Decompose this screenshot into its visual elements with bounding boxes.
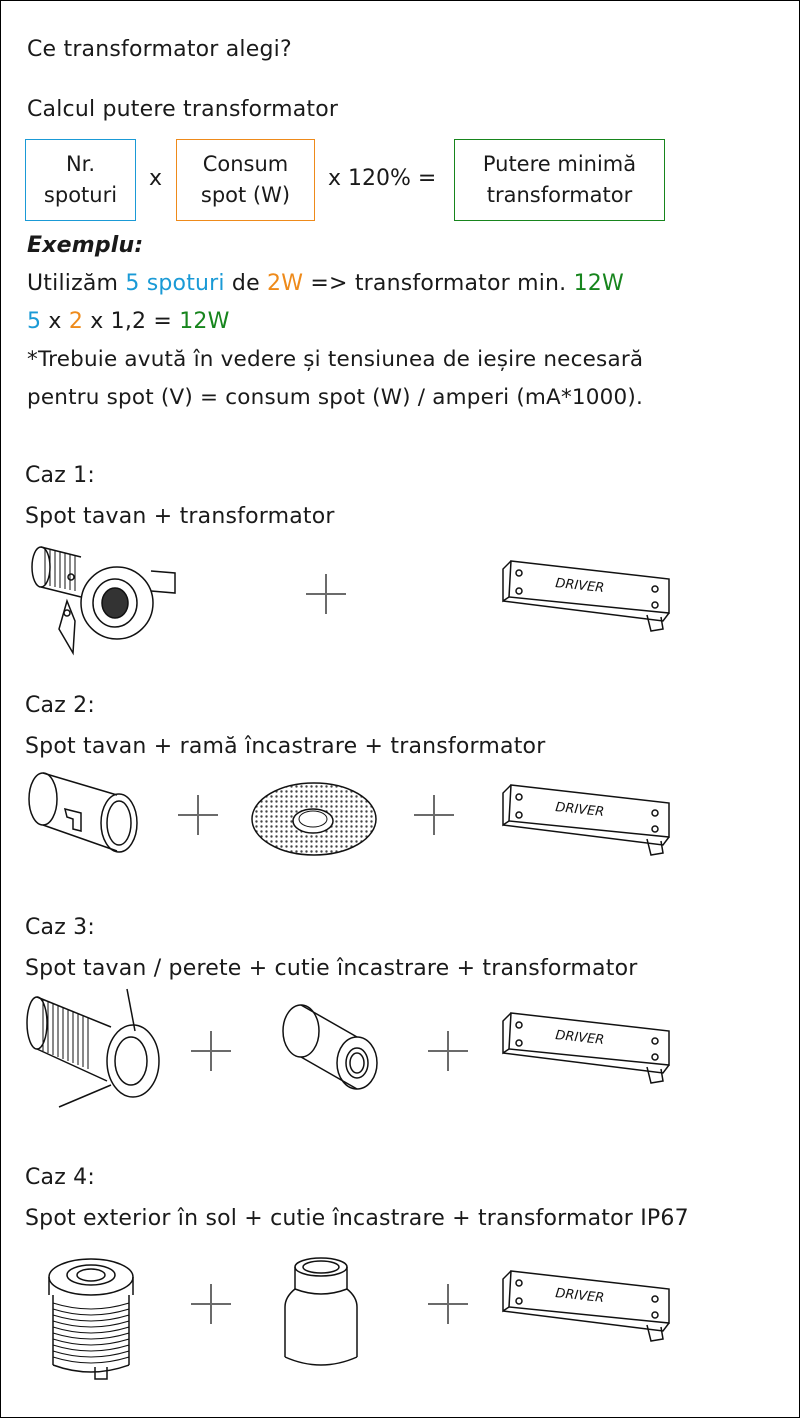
box-nr-spoturi-line2: spoturi — [43, 183, 118, 207]
box-icon — [277, 1001, 383, 1093]
example-calc-result: 12W — [179, 309, 230, 334]
example-line-1-part: => transformator min. — [303, 271, 574, 296]
example-calc-op: x — [41, 309, 69, 334]
plus-icon — [178, 795, 218, 835]
example-line-1: Utilizăm 5 spoturi de 2W => transformato… — [27, 271, 624, 296]
driver-icon: DRIVER — [499, 553, 679, 633]
box-putere-minima-line1: Putere minimă — [482, 152, 637, 176]
example-transformer-power: 12W — [573, 271, 624, 296]
plus-icon — [428, 1031, 468, 1071]
example-line-1-part: de — [224, 271, 268, 296]
box-nr-spoturi-line1: Nr. — [65, 152, 96, 176]
case-3-description: Spot tavan / perete + cutie încastrare +… — [25, 956, 638, 981]
spot-tube-icon — [25, 769, 143, 869]
example-label: Exemplu: — [27, 233, 144, 258]
driver-icon: DRIVER — [499, 777, 679, 857]
case-1-description: Spot tavan + transformator — [25, 504, 335, 529]
box-putere-minima: Putere minimă transformator — [454, 139, 665, 221]
ground-spot-icon — [45, 1255, 145, 1385]
example-spot-power: 2W — [267, 271, 304, 296]
example-line-2: 5 x 2 x 1,2 = 12W — [27, 309, 230, 334]
example-line-1-part: Utilizăm — [27, 271, 126, 296]
spot-tavan-icon — [25, 541, 177, 657]
box-putere-minima-line2: transformator — [486, 183, 633, 207]
page-title: Ce transformator alegi? — [27, 37, 292, 62]
box-consum-spot: Consum spot (W) — [176, 139, 315, 221]
case-2-label: Caz 2: — [25, 693, 95, 718]
example-calc-count: 5 — [27, 309, 42, 334]
plus-icon — [428, 1284, 468, 1324]
example-note-2: pentru spot (V) = consum spot (W) / ampe… — [27, 385, 644, 410]
case-4-label: Caz 4: — [25, 1165, 95, 1190]
example-spot-count: 5 spoturi — [125, 271, 225, 296]
case-3-label: Caz 3: — [25, 915, 95, 940]
case-2-description: Spot tavan + ramă încastrare + transform… — [25, 734, 546, 759]
frame-icon — [249, 779, 379, 859]
multiply-op-2: x 120% = — [328, 166, 437, 191]
driver-label: DRIVER — [555, 576, 605, 596]
box-nr-spoturi: Nr. spoturi — [25, 139, 136, 221]
example-note-1: *Trebuie avută în vedere și tensiunea de… — [27, 347, 644, 372]
plus-icon — [191, 1031, 231, 1071]
box-consum-spot-line2: spot (W) — [200, 183, 291, 207]
box-tall-icon — [281, 1253, 361, 1371]
case-4-description: Spot exterior în sol + cutie încastrare … — [25, 1206, 689, 1231]
case-1-label: Caz 1: — [25, 463, 95, 488]
driver-label: DRIVER — [555, 1028, 605, 1048]
example-calc-power: 2 — [68, 309, 84, 334]
multiply-op-1: x — [149, 166, 163, 191]
plus-icon — [306, 574, 346, 614]
driver-label: DRIVER — [555, 800, 605, 820]
calc-title: Calcul putere transformator — [27, 97, 339, 122]
driver-icon: DRIVER — [499, 1005, 679, 1085]
driver-label: DRIVER — [555, 1286, 605, 1306]
example-calc-op: x 1,2 = — [83, 309, 180, 334]
spot-wall-icon — [23, 987, 165, 1115]
box-consum-spot-line1: Consum — [202, 152, 289, 176]
driver-icon: DRIVER — [499, 1263, 679, 1343]
plus-icon — [414, 795, 454, 835]
plus-icon — [191, 1284, 231, 1324]
